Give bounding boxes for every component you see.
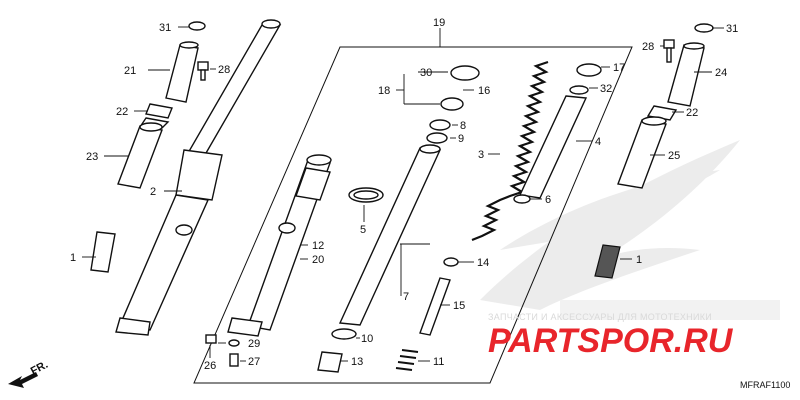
label-2: 2 xyxy=(150,186,156,198)
fork-spring xyxy=(471,60,549,242)
label-3: 3 xyxy=(478,149,484,161)
label-25: 25 xyxy=(668,150,680,162)
spring-11 xyxy=(395,349,419,371)
right-lower-cover xyxy=(617,116,667,189)
leader-lines xyxy=(82,26,724,362)
label-31-right: 31 xyxy=(726,23,738,35)
ring-5-inner xyxy=(353,190,379,200)
label-5: 5 xyxy=(360,224,366,236)
label-31-left: 31 xyxy=(159,22,171,34)
label-4: 4 xyxy=(595,136,601,148)
kit-frame xyxy=(193,46,633,384)
right-upper-cover xyxy=(667,42,705,107)
watermark-line2: PARTSPOR.RU xyxy=(488,322,734,360)
label-15: 15 xyxy=(453,300,465,312)
inner-fork-tube xyxy=(338,144,442,326)
left-seal-ring xyxy=(188,21,206,31)
label-1-right: 1 xyxy=(636,254,642,266)
label-9: 9 xyxy=(458,133,464,145)
label-11: 11 xyxy=(433,356,444,368)
label-32: 32 xyxy=(600,83,612,95)
bolt-26 xyxy=(205,334,217,344)
label-19: 19 xyxy=(433,17,445,29)
washer-8 xyxy=(429,119,451,131)
label-22-left: 22 xyxy=(116,106,128,118)
front-direction-arrow: FR. xyxy=(8,359,50,388)
watermark-line1: ЗАПЧАСТИ И АКСЕССУАРЫ ДЛЯ МОТОТЕХНИКИ xyxy=(488,312,712,322)
label-27: 27 xyxy=(248,356,260,368)
cap-30 xyxy=(450,65,480,81)
bushing-10 xyxy=(331,328,357,340)
label-21: 21 xyxy=(124,65,136,77)
right-reflector xyxy=(594,244,621,279)
collar-13 xyxy=(317,351,343,373)
left-upper-cover xyxy=(165,41,199,103)
left-fork-tube xyxy=(115,19,282,336)
label-7: 7 xyxy=(403,291,409,303)
washer-9 xyxy=(426,132,448,144)
right-seal-ring xyxy=(694,23,714,33)
label-24: 24 xyxy=(715,67,727,79)
ring-32 xyxy=(569,85,589,95)
left-reflector xyxy=(90,231,116,273)
label-10: 10 xyxy=(361,333,373,345)
label-8: 8 xyxy=(460,120,466,132)
diagram-code: MFRAF1100 xyxy=(740,380,790,390)
washer-16 xyxy=(440,97,464,111)
label-23: 23 xyxy=(86,151,98,163)
label-29: 29 xyxy=(248,338,260,350)
clip-14 xyxy=(443,257,459,267)
washer-29 xyxy=(228,339,240,347)
cap-17 xyxy=(576,63,602,77)
label-12: 12 xyxy=(312,240,324,252)
label-26: 26 xyxy=(204,360,216,372)
left-lower-cover xyxy=(117,122,163,189)
right-bolt xyxy=(663,39,675,63)
label-20: 20 xyxy=(312,254,324,266)
label-18: 18 xyxy=(378,85,390,97)
fork-slider xyxy=(227,154,332,337)
direction-label: FR. xyxy=(29,359,50,378)
label-1-left: 1 xyxy=(70,252,76,264)
label-13: 13 xyxy=(351,356,363,368)
label-6: 6 xyxy=(545,194,551,206)
reference-labels: 31 21 28 22 23 2 1 19 30 18 16 8 9 3 5 1… xyxy=(70,17,738,372)
damper-rod xyxy=(419,277,451,336)
label-14: 14 xyxy=(477,257,489,269)
left-bolt xyxy=(197,61,209,81)
label-22-right: 22 xyxy=(686,107,698,119)
label-16: 16 xyxy=(478,85,490,97)
ring-6 xyxy=(513,194,531,204)
label-30: 30 xyxy=(420,67,432,79)
bolt-27 xyxy=(229,353,239,367)
spacer-tube xyxy=(518,95,588,199)
label-17: 17 xyxy=(613,62,625,74)
label-28-right: 28 xyxy=(642,41,654,53)
label-28-left: 28 xyxy=(218,64,230,76)
